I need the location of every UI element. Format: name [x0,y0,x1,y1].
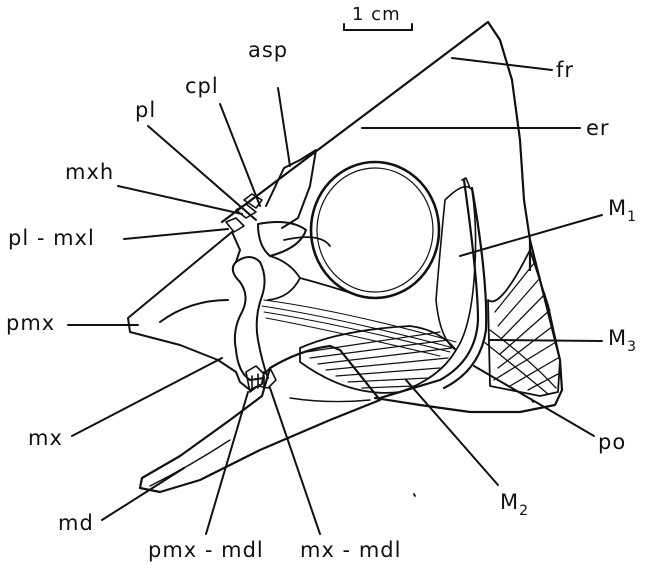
label-m1: M1 [608,198,637,224]
label-mxh: mxh [65,162,114,183]
scale-bar-label: 1 cm [352,4,401,25]
label-m1-sub: 1 [627,209,637,225]
muscle-m1 [436,178,476,350]
preopercle [380,180,486,398]
label-po: po [598,432,626,453]
label-m3: M3 [608,328,637,354]
maxilla [233,257,268,380]
label-er: er [586,118,610,139]
label-m3-sub: 3 [627,339,637,355]
label-m2: M2 [500,492,529,518]
label-pl-mxl: pl - mxl [8,228,95,249]
ascending-process [226,150,316,256]
label-pl: pl [135,100,156,121]
label-cpl: cpl [185,76,219,97]
label-m2-base: M [500,490,519,514]
stipple-marks [414,400,533,496]
leader-lines [68,58,602,534]
label-m2-sub: 2 [519,503,529,519]
label-fr: fr [556,60,574,81]
label-asp: asp [248,40,288,61]
muscle-m3 [484,250,560,396]
head-outline [222,22,562,412]
label-mx: mx [28,428,63,449]
orbit [311,162,439,298]
adductor-tendon [262,300,456,356]
label-md: md [58,513,94,534]
premaxilla [128,232,264,390]
label-m1-base: M [608,196,627,220]
label-mx-mdl: mx - mdl [300,540,401,561]
label-pmx: pmx [6,313,55,334]
label-pmx-mdl: pmx - mdl [148,540,264,561]
label-m3-base: M [608,326,627,350]
